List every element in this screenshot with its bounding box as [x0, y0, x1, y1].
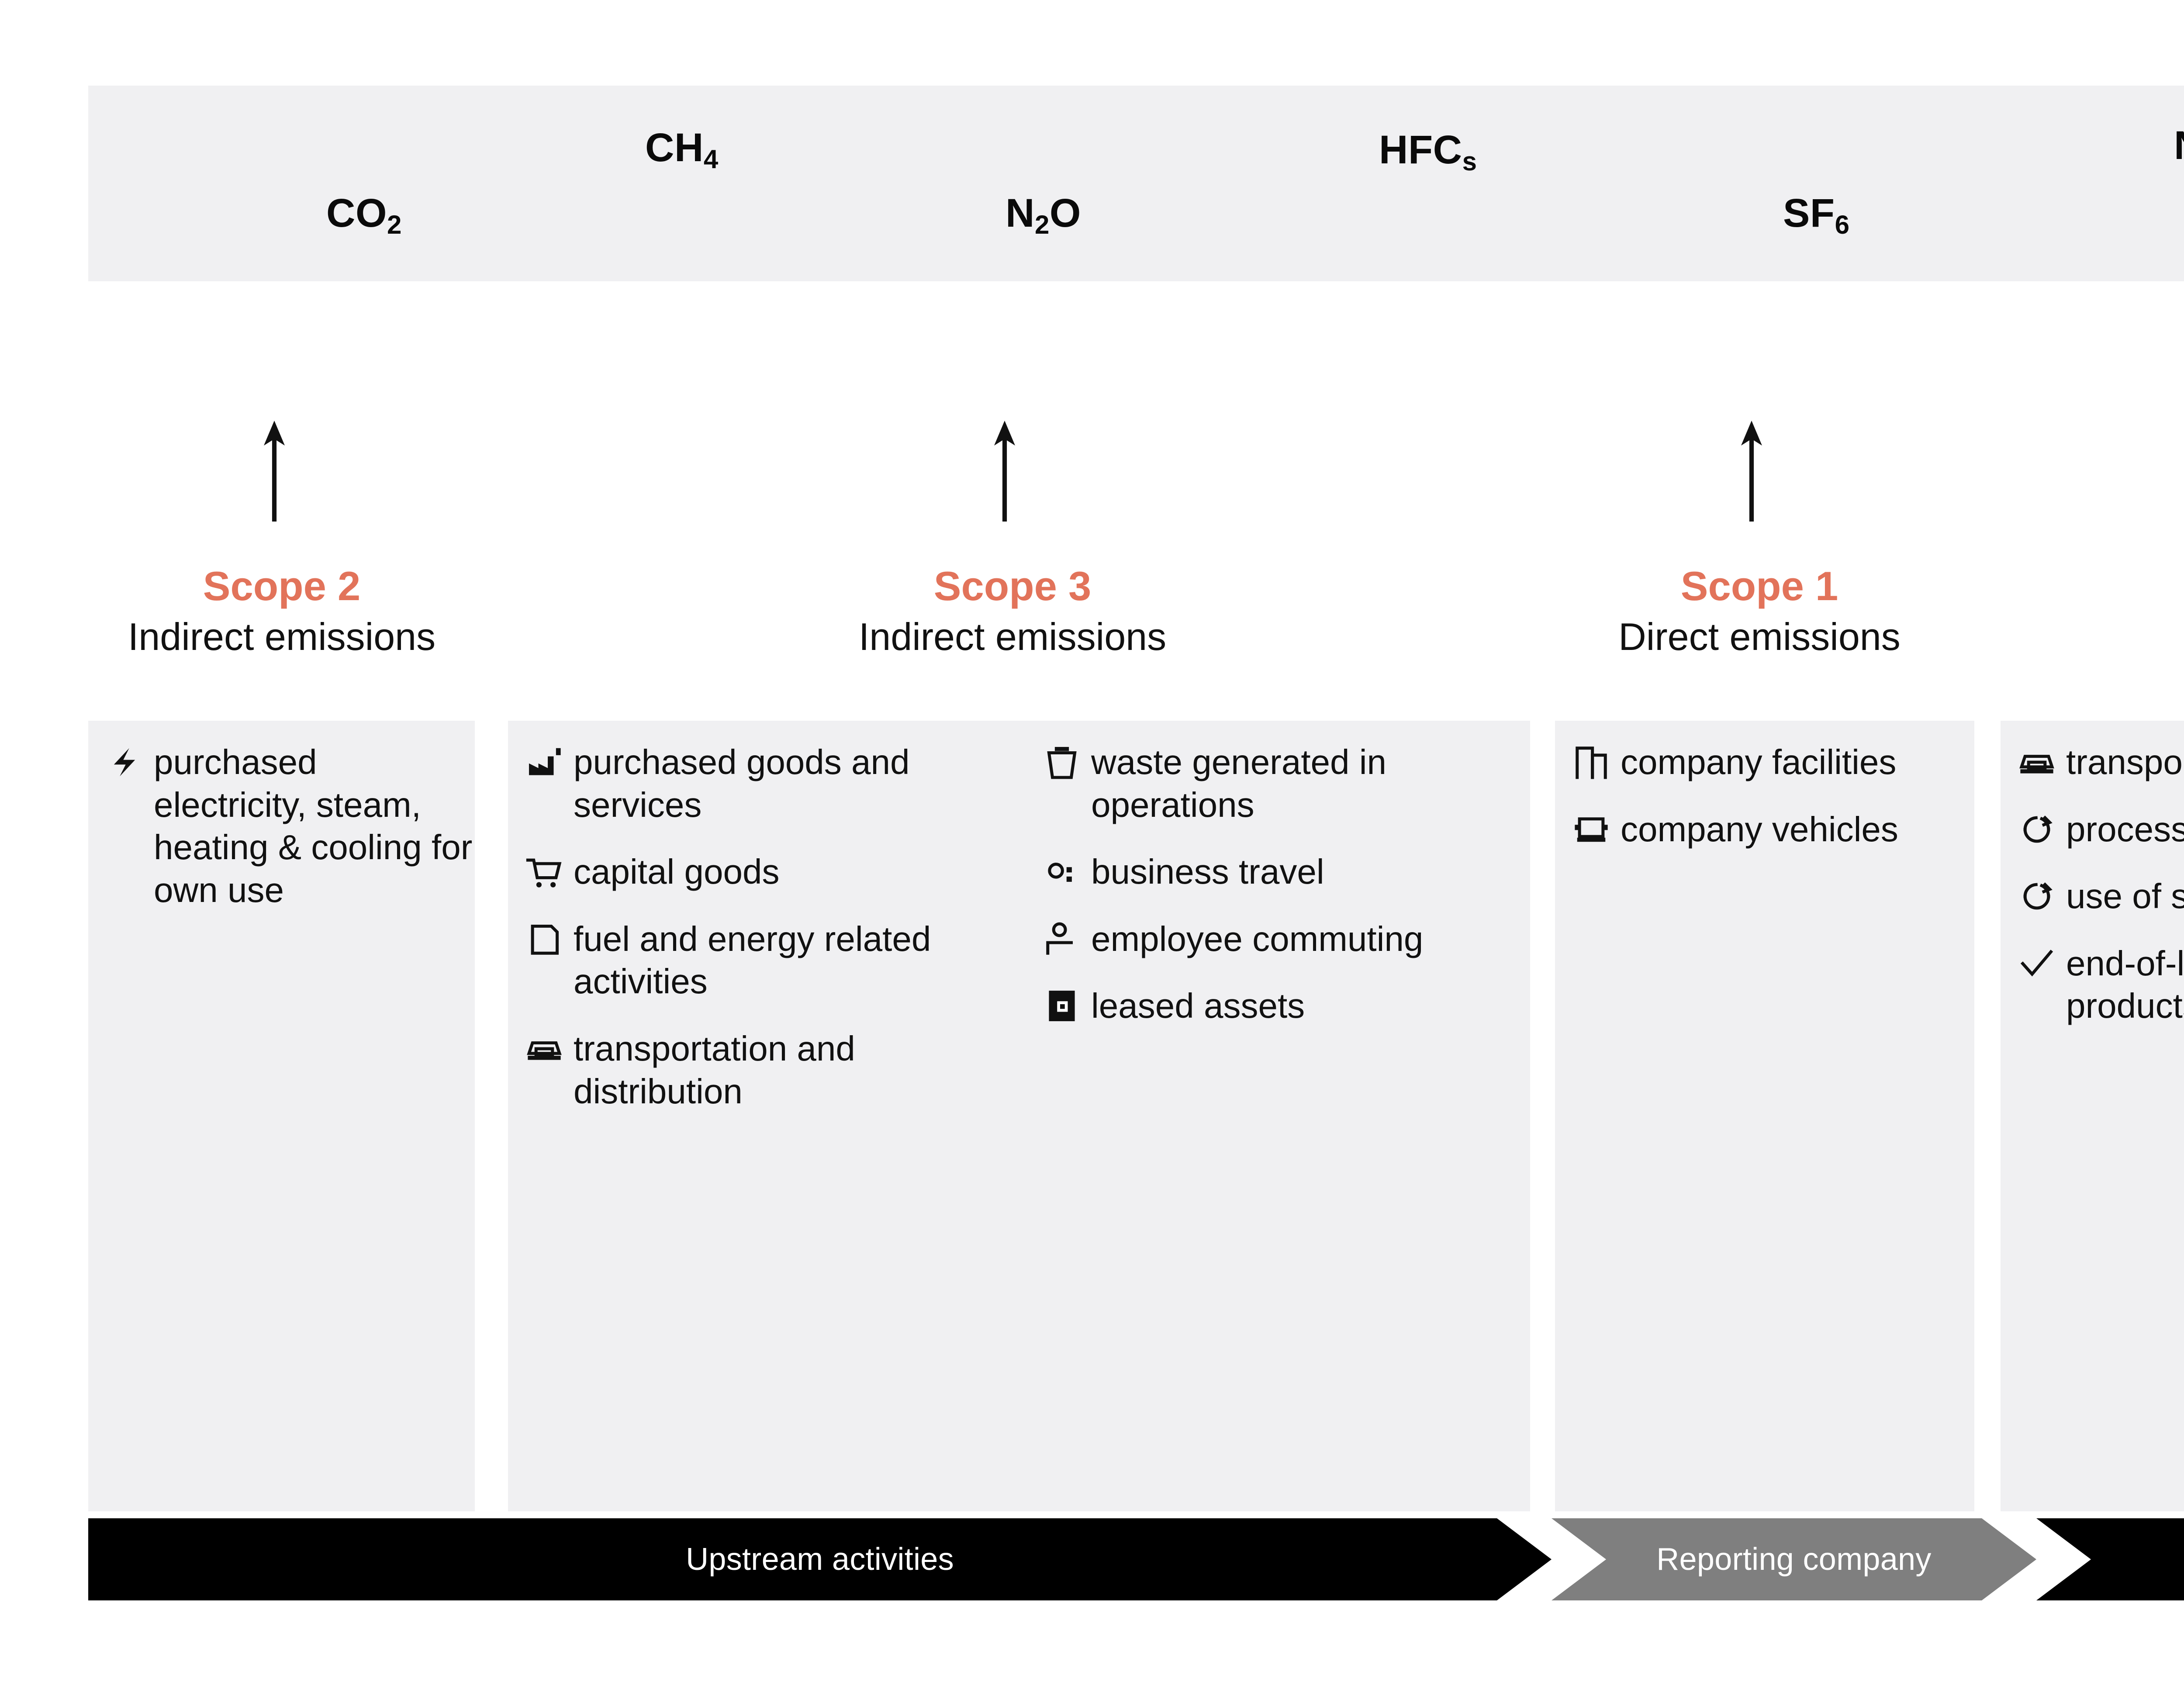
list-item-label: leased assets [1091, 986, 1305, 1026]
banner-label-reporting-company: Reporting company [1656, 1542, 1932, 1577]
list-item-label: fuel and energy related activities [574, 919, 931, 1001]
gas-strip-background [88, 86, 2184, 281]
recycle-circle-icon [2018, 878, 2056, 915]
list-item[interactable]: waste generated in operations [1026, 741, 1528, 826]
list-item[interactable]: purchased goods and services [508, 741, 1023, 826]
gas-label-sf: SF6 [1783, 191, 1850, 239]
truck-icon [525, 1030, 563, 1068]
banner-segment-reporting-company: Reporting company [1552, 1518, 2036, 1600]
banner-segment-downstream: Downstream activities [2036, 1518, 2184, 1600]
panel-scope-3-upstream-column-2: waste generated in operations business tr… [1026, 741, 1528, 1052]
factory-icon [525, 743, 563, 781]
panel-scope-2-column-1: purchased electricity, steam, heating & … [88, 741, 475, 936]
gas-label-ch: CH4 [645, 125, 719, 174]
gas-label-co: CO2 [326, 191, 402, 239]
list-item-label: purchased goods and services [574, 743, 910, 824]
greenhouse-gas-band: CO2CH4N2OHFCsSF6NF3PFCs [88, 86, 2184, 281]
list-item[interactable]: leased assets [1026, 985, 1528, 1027]
panel-scope-1: company facilities company vehicles [1555, 721, 1974, 1511]
list-item[interactable]: capital goods [508, 850, 1023, 893]
list-item-label: capital goods [574, 852, 780, 891]
list-item[interactable]: business travel [1026, 850, 1528, 893]
scope-subtitle: Indirect emissions [128, 615, 436, 659]
recycle-circle-icon [2018, 811, 2056, 848]
list-item-label: transportation and distribution [574, 1029, 855, 1111]
list-item-label: waste generated in operations [1091, 743, 1387, 824]
scope-heading-scope-1: Scope 1 Direct emissions [1454, 563, 2065, 661]
list-item[interactable]: processing of sold products [2001, 808, 2184, 851]
scope-heading-scope-3-upstream: Scope 3 Indirect emissions [707, 563, 1318, 661]
panel-scope-2: purchased electricity, steam, heating & … [88, 721, 475, 1511]
banner-segment-upstream: Upstream activities [88, 1518, 1552, 1600]
scope-subtitle: Direct emissions [1618, 615, 1901, 659]
list-item[interactable]: purchased electricity, steam, heating & … [88, 741, 475, 911]
truck-icon [2018, 743, 2056, 781]
up-arrow-scope-3-upstream [985, 419, 1024, 524]
panel-scope-3-downstream: transportation, distribution processing o… [2001, 721, 2184, 1511]
list-item-label: processing of sold products [2066, 809, 2184, 849]
list-item-label: use of sold products [2066, 877, 2184, 916]
up-arrow-scope-1 [1732, 419, 1771, 524]
list-item[interactable]: end-of-life treatment of sold products [2001, 942, 2184, 1027]
list-item-label: end-of-life treatment of sold products [2066, 943, 2184, 1026]
list-item[interactable]: fuel and energy related activities [508, 918, 1023, 1003]
vehicle-icon [1572, 811, 1610, 848]
panel-scope-3-downstream-column-1: transportation, distribution processing o… [2001, 741, 2184, 1052]
gas-label-no: N2O [1006, 191, 1081, 239]
up-arrow-scope-2 [255, 419, 294, 524]
list-item[interactable]: company vehicles [1555, 808, 1974, 851]
list-item[interactable]: transportation and distribution [508, 1027, 1023, 1113]
list-item-label: business travel [1091, 852, 1324, 891]
scope-title: Scope 3 [933, 563, 1092, 609]
list-item[interactable]: company facilities [1555, 741, 1974, 784]
gas-label-hfc: HFCs [1379, 128, 1477, 176]
scope-title: Scope 1 [1680, 563, 1838, 609]
person-icon [1043, 920, 1081, 958]
business-travel-icon [1043, 853, 1081, 891]
value-chain-banner: Upstream activities Reporting company Do… [88, 1518, 2184, 1600]
gas-label-nf: NF3 [2174, 123, 2184, 169]
list-item-label: transportation, distribution [2066, 743, 2184, 781]
list-item[interactable]: transportation, distribution [2001, 741, 2184, 784]
list-item-label: company vehicles [1621, 809, 1898, 849]
list-item-label: employee commuting [1091, 919, 1424, 958]
list-item[interactable]: use of sold products [2001, 875, 2184, 918]
list-item-label: purchased electricity, steam, heating & … [154, 743, 473, 909]
panel-scope-3-upstream-column-1: purchased goods and services capital good… [508, 741, 1023, 1137]
trash-bin-icon [1043, 743, 1081, 781]
lightning-bolt-icon [106, 743, 143, 781]
list-item-label: company facilities [1621, 743, 1897, 781]
fuel-canister-icon [525, 920, 563, 958]
office-building-icon [1572, 743, 1610, 781]
scope-title: Scope 2 [203, 563, 361, 609]
list-item[interactable]: employee commuting [1026, 918, 1528, 961]
shopping-cart-icon [525, 853, 563, 891]
banner-label-upstream: Upstream activities [686, 1542, 954, 1577]
panel-scope-1-column-1: company facilities company vehicles [1555, 741, 1974, 875]
scope-subtitle: Indirect emissions [858, 615, 1167, 659]
check-icon [2018, 945, 2056, 982]
panel-scope-3-upstream: purchased goods and services capital good… [508, 721, 1530, 1511]
scope-heading-scope-2: Scope 2 Indirect emissions [0, 563, 587, 661]
leased-building-icon [1043, 987, 1081, 1025]
